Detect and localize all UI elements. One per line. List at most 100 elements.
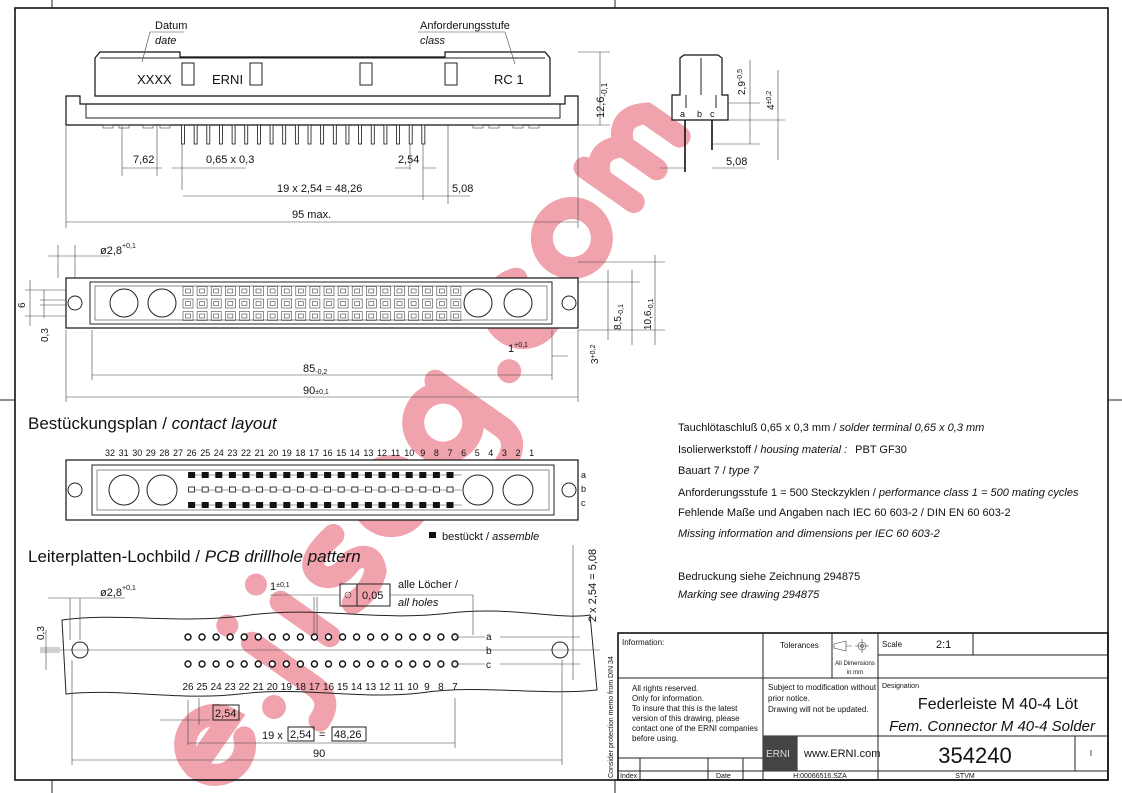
contact-assembled <box>378 472 386 478</box>
part-number: 354240 <box>938 743 1011 768</box>
solder-pin <box>181 124 185 145</box>
drill-hole <box>338 633 347 641</box>
hole-number: 11 <box>394 682 405 693</box>
pcb-dim-03: 0,3 <box>36 626 47 640</box>
solder-pin <box>396 124 400 145</box>
contact-cavity-inner <box>297 288 304 294</box>
contact-number: 22 <box>241 448 251 458</box>
contact-cavity-inner <box>312 313 318 319</box>
solder-pin <box>332 124 337 145</box>
latch-windows <box>181 62 458 86</box>
contact-assembled <box>351 502 359 508</box>
contact-cavity-inner <box>396 301 403 306</box>
contact-cavity-inner <box>241 301 248 306</box>
solder-pin <box>206 124 211 145</box>
contact-cavity-inner <box>213 288 219 294</box>
drill-hole <box>212 660 220 668</box>
contact-cavity <box>253 311 264 321</box>
drill-hole <box>366 633 375 641</box>
contact-cavity <box>422 298 434 309</box>
modification-line: Subject to modification without <box>768 683 877 692</box>
marking-class: RC 1 <box>494 72 524 87</box>
top-dim-10-6: 10,6-0,1 <box>643 298 655 330</box>
pcb-dim-pitch: 2,54 <box>215 708 236 720</box>
rights-line: Only for information. <box>632 694 704 703</box>
contact-empty <box>201 486 209 493</box>
solder-pin <box>193 124 198 145</box>
contact-cavity-inner <box>227 313 234 319</box>
contact-empty <box>446 486 454 493</box>
side-view: a b c 2,9-0,5 4±0,2 5,08 <box>660 54 785 172</box>
marking-brand: ERNI <box>212 72 243 87</box>
rights-line: All rights reserved. <box>632 684 698 693</box>
contact-assembled <box>419 472 427 478</box>
side-row-b: b <box>697 109 702 119</box>
contact-cavity-inner <box>199 313 205 319</box>
contact-number: 4 <box>488 448 493 458</box>
contact-cavity <box>210 311 222 321</box>
contact-empty <box>283 486 291 493</box>
contact-number: 12 <box>377 448 387 458</box>
contact-empty <box>405 486 413 493</box>
contact-cavity-inner <box>269 301 276 306</box>
contact-number: 3 <box>502 448 507 458</box>
contact-number: 15 <box>336 448 346 458</box>
marking-date: XXXX <box>137 72 172 87</box>
designation-en: Fem. Connector M 40-4 Solder <box>889 718 1096 735</box>
contact-cavity <box>394 298 405 309</box>
contact-cavity-inner <box>453 313 459 319</box>
contact-cavity <box>450 286 462 296</box>
contact-cavity <box>380 298 391 309</box>
top-dim-90: 90±0,1 <box>303 385 329 397</box>
contact-cavity <box>210 298 222 309</box>
revision: I <box>1090 749 1092 758</box>
note-missing-de: Fehlende Maße und Angaben nach IEC 60 60… <box>678 507 1011 519</box>
contact-empty <box>419 486 427 493</box>
drill-hole <box>254 633 262 641</box>
contact-assembled <box>188 502 196 508</box>
contact-cavity-inner <box>297 313 304 319</box>
drill-hole <box>381 633 389 641</box>
modification-text: Subject to modification without prior no… <box>768 683 877 714</box>
note-marking-de: Bedruckung siehe Zeichnung 294875 <box>678 571 860 583</box>
website: www.ERNI.com <box>803 748 880 760</box>
contact-cavity <box>422 311 434 321</box>
contact-number: 32 <box>105 448 115 458</box>
contact-cavity-inner <box>410 313 417 319</box>
contact-assembled <box>392 502 400 508</box>
dim-height: 12,6-0,1 <box>595 82 609 118</box>
contact-cavity <box>450 311 462 321</box>
contact-cavity-inner <box>368 313 375 319</box>
dim-4: 4±0,2 <box>766 91 777 110</box>
solder-pin <box>244 124 249 145</box>
hole-number: 13 <box>365 682 377 693</box>
contact-cavity <box>182 298 194 309</box>
hole-number: 8 <box>438 682 444 693</box>
contact-cavity <box>436 311 448 321</box>
contact-cavity <box>295 298 307 309</box>
contact-cavity-inner <box>396 313 403 319</box>
side-row-c: c <box>710 109 715 119</box>
notes: Tauchlötaschluß 0,65 x 0,3 mm / solder t… <box>678 422 1079 601</box>
standoff-pad <box>528 124 540 129</box>
drill-hole <box>282 660 291 668</box>
contact-empty <box>296 486 304 493</box>
note-class: Anforderungsstufe 1 = 500 Steckzyklen / … <box>678 487 1079 499</box>
contact-assembled <box>310 472 318 478</box>
all-holes-label-en: all holes <box>398 597 439 609</box>
contact-cavity-inner <box>453 288 459 294</box>
dim-terminal: 0,65 x 0,3 <box>206 154 254 166</box>
note-terminal: Tauchlötaschluß 0,65 x 0,3 mm / solder t… <box>678 422 984 434</box>
contact-assembled <box>446 502 454 508</box>
contact-cavity <box>351 298 363 309</box>
top-dim-8-5: 8,5-0,1 <box>613 304 625 330</box>
contact-assembled <box>337 472 345 478</box>
contact-empty <box>337 486 345 493</box>
drill-hole <box>268 660 276 668</box>
datum-label: Datum <box>155 20 187 32</box>
drill-hole <box>268 633 276 641</box>
modification-line: prior notice. <box>768 694 810 703</box>
contact-cavity <box>365 286 377 296</box>
